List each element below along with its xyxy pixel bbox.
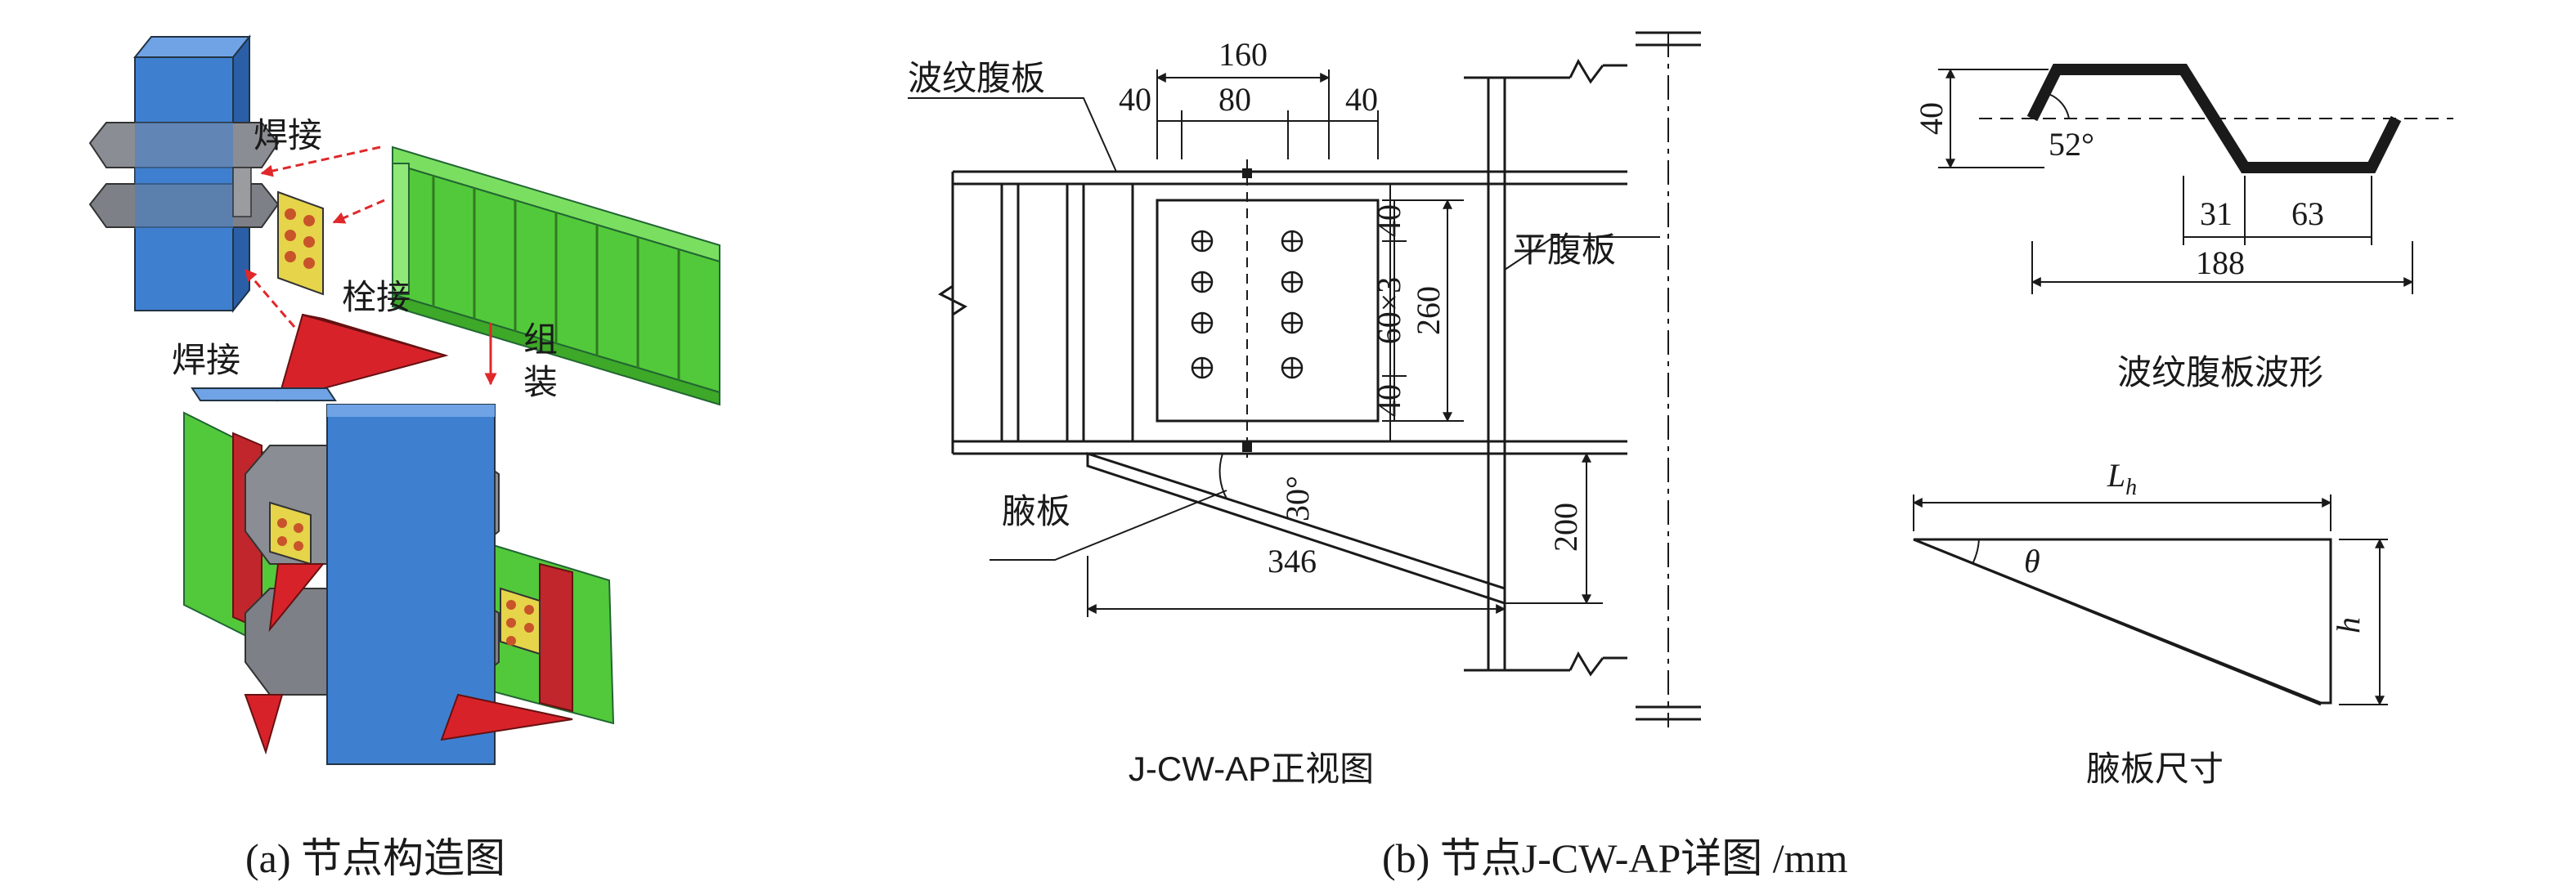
- front-view-drawing: 波纹腹板 平腹板 腋板 160 40 80 40 40 60×3 40 260 …: [908, 31, 1701, 788]
- leader-flat-web: [1504, 236, 1660, 271]
- dim-vert-top: 40: [1371, 204, 1407, 237]
- label-corrugated-web: 波纹腹板: [908, 58, 1045, 98]
- assembled-node: [183, 387, 615, 765]
- dim-top-mid: 80: [1218, 81, 1251, 118]
- exploded-beam: [392, 145, 720, 406]
- dim-haunch-height: 200: [1547, 503, 1584, 552]
- leader-haunch: [990, 490, 1227, 561]
- wave-dim-period: 188: [2196, 244, 2245, 281]
- waveform-drawing: 40 52° 31 63 188 波纹腹板波形: [1913, 64, 2453, 392]
- dim-haunch-length: 346: [1268, 543, 1317, 580]
- wave-dim-height: 40: [1913, 102, 1950, 135]
- wave-dim-flat: 63: [2291, 195, 2324, 232]
- label-weld-top: 焊接: [254, 115, 322, 155]
- haunch-angle-symbol: θ: [2024, 543, 2040, 580]
- exploded-splice-plate: [277, 190, 324, 296]
- label-haunch: 腋板: [1002, 491, 1070, 531]
- bolt-arrow: [332, 199, 385, 224]
- label-assemble-2: 装: [523, 362, 558, 402]
- exploded-ring-plates: [88, 122, 280, 229]
- splice-plate-outline: [1156, 199, 1380, 423]
- dim-vert-mid: 60×3: [1371, 277, 1407, 345]
- dim-angle-30: 30°: [1279, 476, 1316, 521]
- leader-corrugated-web: [908, 97, 1117, 172]
- assembly-arrows: [244, 145, 497, 386]
- dim-vert-bot: 40: [1371, 384, 1407, 417]
- front-view-title: J-CW-AP正视图: [1129, 750, 1374, 788]
- caption-panel-a: (a) 节点构造图: [245, 835, 505, 881]
- corrugated-web-lines: [1000, 184, 1134, 441]
- haunch-size-drawing: Lh h θ 腋板尺寸: [1912, 457, 2388, 789]
- wave-dim-inclined: 31: [2200, 195, 2233, 232]
- panel-a-illustration: 焊接 栓接 焊接 组 装: [88, 34, 720, 765]
- haunch-size-title: 腋板尺寸: [2086, 749, 2224, 789]
- dim-top-total: 160: [1218, 36, 1268, 73]
- haunch-height-symbol: h: [2330, 617, 2367, 633]
- label-weld-left: 焊接: [172, 340, 240, 380]
- label-flat-web: 平腹板: [1513, 230, 1616, 270]
- haunch-length-symbol: Lh: [2107, 457, 2137, 500]
- label-assemble-1: 组: [523, 320, 558, 360]
- bolt-holes: [1191, 230, 1304, 379]
- label-bolt: 栓接: [342, 277, 411, 317]
- exploded-haunch: [276, 313, 449, 402]
- dim-top-left: 40: [1119, 81, 1151, 118]
- wave-dim-angle: 52°: [2049, 126, 2094, 163]
- weld-arrow-top: [260, 145, 381, 177]
- dim-top-right: 40: [1345, 81, 1378, 118]
- caption-panel-b: (b) 节点J-CW-AP详图 /mm: [1382, 835, 1848, 881]
- waveform-title: 波纹腹板波形: [2117, 352, 2323, 392]
- dim-vert-total: 260: [1410, 286, 1447, 335]
